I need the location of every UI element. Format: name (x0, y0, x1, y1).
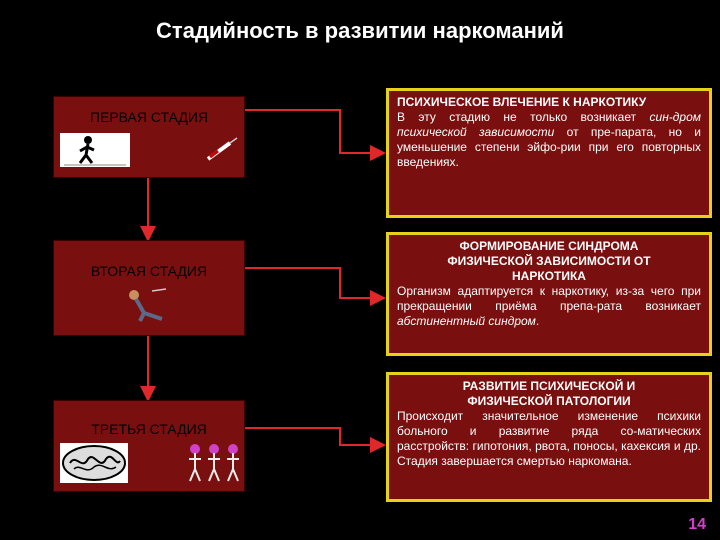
stage-3-label: ТРЕТЬЯ СТАДИЯ (91, 421, 207, 437)
stage-1-box: ПЕРВАЯ СТАДИЯ (53, 96, 245, 178)
page-number: 14 (688, 516, 706, 533)
syringe-icon (204, 137, 240, 168)
stage-1-label: ПЕРВАЯ СТАДИЯ (89, 109, 209, 125)
stage-1-heading: ПСИХИЧЕСКОЕ ВЛЕЧЕНИЕ К НАРКОТИКУ (397, 95, 647, 109)
stage-3-box: ТРЕТЬЯ СТАДИЯ (53, 400, 245, 492)
stage-2-box: ВТОРАЯ СТАДИЯ (53, 240, 245, 336)
stage-3-heading: РАЗВИТИЕ ПСИХИЧЕСКОЙ И ФИЗИЧЕСКОЙ ПАТОЛО… (462, 379, 636, 408)
stage-2-label: ВТОРАЯ СТАДИЯ (90, 263, 208, 279)
skeletons-icon (186, 441, 242, 492)
stage-1-description: ПСИХИЧЕСКОЕ ВЛЕЧЕНИЕ К НАРКОТИКУ В эту с… (386, 88, 712, 218)
arrow-stage3 (243, 427, 386, 453)
stage-3-text: Происходит значительное изменение психик… (397, 409, 701, 468)
running-person-icon (60, 133, 130, 167)
stage-1-text: В эту стадию не только возникает син-дро… (397, 110, 701, 169)
brain-icon (60, 443, 128, 483)
stage-3-description: РАЗВИТИЕ ПСИХИЧЕСКОЙ И ФИЗИЧЕСКОЙ ПАТОЛО… (386, 372, 712, 502)
arrow-stage1 (243, 109, 386, 161)
stage-2-description: ФОРМИРОВАНИЕ СИНДРОМА ФИЗИЧЕСКОЙ ЗАВИСИМ… (386, 232, 712, 356)
arrow-stage2 (243, 267, 386, 306)
slide-title: Стадийность в развитии наркоманий (156, 18, 564, 43)
stage-2-heading: ФОРМИРОВАНИЕ СИНДРОМА ФИЗИЧЕСКОЙ ЗАВИСИМ… (447, 239, 651, 283)
fallen-person-icon (122, 285, 178, 330)
stage-2-text: Организм адаптируется к наркотику, из-за… (397, 284, 701, 328)
